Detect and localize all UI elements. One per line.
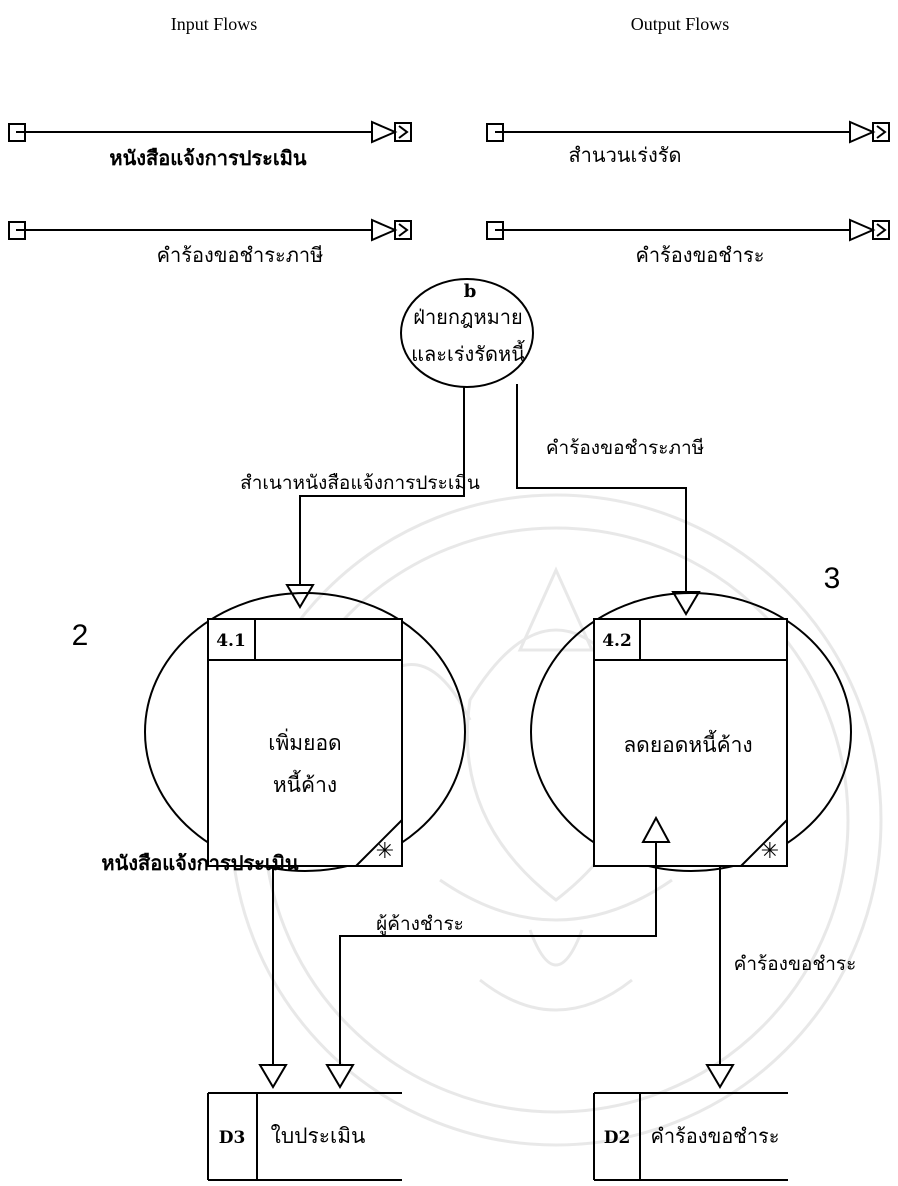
data-store-d3-id: D3 [219,1128,246,1148]
flow-copy-notice-label: สำเนาหนังสือแจ้งการประเมิน [240,472,480,494]
process-1-number: 2 [72,619,89,652]
flow-notice-label: หนังสือแจ้งการประเมิน [101,851,298,875]
output-flow-1-label: สำนวนเร่งรัด [568,143,681,167]
process-2-oval [530,592,852,872]
external-entity-line1: ฝ่ายกฎหมาย [413,305,523,329]
arrowhead-to-process-2-up [641,815,671,843]
arrowhead-to-store-d2 [705,1064,735,1089]
process-1-id: 4.1 [216,631,246,651]
data-store-d2-name: คำร้องขอชำระ [650,1124,779,1148]
data-store-d2-id: D2 [604,1128,631,1148]
process-1-box [207,618,403,867]
input-flow-1 [8,120,412,144]
process-1-line2: หนี้ค้าง [273,770,337,797]
entity-connectors [299,384,687,592]
external-entity-oval [400,278,534,388]
process-1-oval [144,592,466,872]
input-flow-1-label: หนังสือแจ้งการประเมิน [109,146,306,170]
store-connectors [272,842,721,1065]
external-entity-line2: และเร่งรัดหนี้ [411,340,525,366]
arrowhead-to-store-d3 [258,1064,288,1089]
output-flow-1 [486,120,890,144]
process-2-box [593,618,788,867]
input-flows-heading: Input Flows [171,14,258,34]
data-store-d3 [207,1092,402,1181]
process-2-line1: ลดยอดหนี้ค้าง [623,730,752,757]
watermark-seal [229,493,883,1147]
process-2-id: 4.2 [602,631,632,651]
arrowhead-to-store-d3-2 [325,1064,355,1089]
output-flow-2-label: คำร้องขอชำระ [635,243,764,267]
external-entity-id: b [464,281,477,302]
flow-payment-request-label: คำร้องขอชำระ [734,953,857,975]
process-2-number: 3 [824,562,841,595]
data-store-d2 [593,1092,788,1181]
input-flow-2-label: คำร้องขอชำระภาษี [157,243,324,267]
asterisk-icon: ✳ [761,839,779,864]
output-flows-heading: Output Flows [631,14,730,34]
flow-debtor-label: ผู้ค้างชำระ [376,913,464,935]
output-flow-2 [486,218,890,242]
arrowhead-to-process-1 [285,584,315,609]
arrowhead-to-process-2 [671,591,701,616]
asterisk-icon: ✳ [376,839,394,864]
data-store-d3-name: ใบประเมิน [271,1124,366,1148]
flow-tax-request-label: คำร้องขอชำระภาษี [546,437,704,459]
input-flow-2 [8,218,412,242]
process-1-line1: เพิ่มยอด [268,728,341,755]
